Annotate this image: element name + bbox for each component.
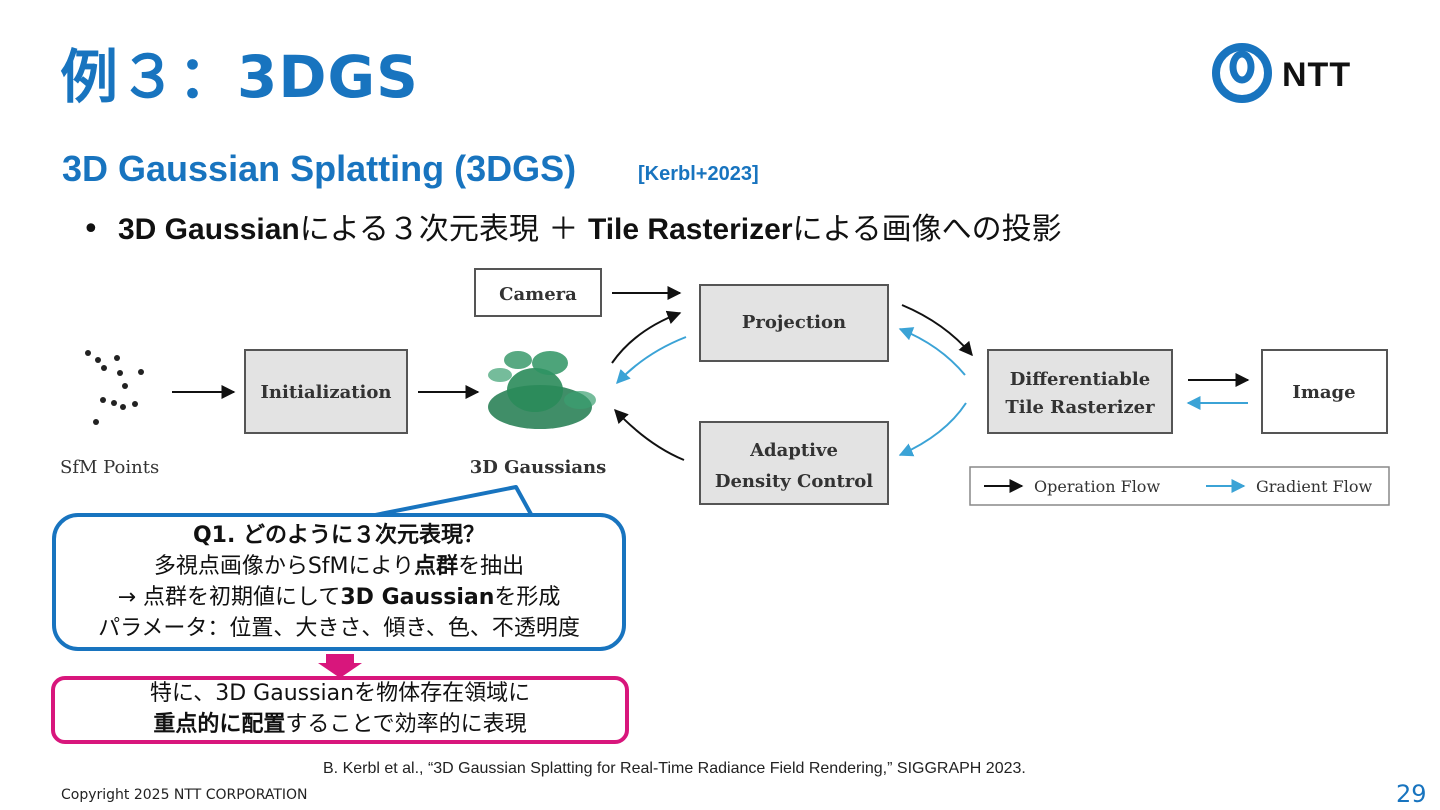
- page-number: 29: [1396, 780, 1427, 808]
- legend-frame: [969, 466, 1390, 506]
- gaussians-cluster: [488, 351, 596, 429]
- ntt-logo-text: NTT: [1282, 56, 1352, 94]
- gradient-rasterizer-to-adaptive: [898, 402, 967, 457]
- initialization-label: Initialization: [261, 382, 392, 403]
- question-text: Q1. どのように３次元表現？ 多視点画像からSfMにより点群を抽出 → 点群を…: [52, 520, 626, 644]
- question-heading: Q1. どのように３次元表現？: [192, 523, 486, 548]
- initialization-box: [244, 349, 408, 434]
- highlight-box: [51, 676, 629, 744]
- bullet-point: • 3D Gaussianによる３次元表現 ＋ Tile Rasterizerによ…: [82, 204, 1062, 248]
- adaptive-label-line2: Density Control: [715, 471, 873, 492]
- camera-box: [474, 268, 602, 317]
- question-line-3: → 点群を初期値にして3D Gaussianを形成: [52, 582, 626, 613]
- question-line-3-end: を形成: [494, 585, 561, 610]
- reference-citation: B. Kerbl et al., “3D Gaussian Splatting …: [323, 760, 1026, 777]
- projection-box: [699, 284, 889, 362]
- bullet-marker: •: [82, 212, 100, 247]
- ntt-logo: [1212, 43, 1272, 103]
- gradient-projection-to-gaussians: [616, 336, 687, 385]
- bullet-text-2: による画像への投影: [792, 212, 1062, 247]
- highlight-line-2: 重点的に配置することで効率的に表現: [51, 709, 629, 740]
- section-heading: 3D Gaussian Splatting (3DGS): [62, 148, 577, 189]
- ntt-logo-icon: [1212, 43, 1272, 103]
- question-line-3-text: → 点群を初期値にして: [117, 585, 341, 610]
- copyright-notice: Copyright 2025 NTT CORPORATION: [61, 787, 308, 803]
- sfm-points-label: SfM Points: [60, 457, 159, 478]
- arrow-gaussians-to-projection: [611, 310, 682, 364]
- rasterizer-label-line2: Tile Rasterizer: [1005, 397, 1155, 418]
- highlight-line-2-bold: 重点的に配置: [153, 712, 286, 737]
- sfm-points: [85, 350, 144, 425]
- down-arrow-icon: [318, 654, 362, 678]
- adaptive-label-line1: Adaptive: [749, 440, 838, 461]
- slide-title: 例３：3DGS: [60, 43, 419, 111]
- projection-label: Projection: [742, 312, 846, 333]
- legend: Operation Flow Gradient Flow: [969, 466, 1390, 506]
- question-line-2-bold: 点群: [414, 554, 459, 579]
- question-line-2-text: 多視点画像からSfMにより: [153, 554, 415, 579]
- adaptive-density-box: [699, 421, 889, 505]
- question-line-3-bold: 3D Gaussian: [340, 585, 495, 610]
- legend-operation-label: Operation Flow: [1034, 477, 1160, 496]
- image-box: [1261, 349, 1388, 434]
- bullet-bold-gaussian: 3D Gaussian: [118, 213, 300, 246]
- question-line-2-end: を抽出: [458, 554, 525, 579]
- camera-label: Camera: [499, 284, 577, 305]
- highlight-text: 特に、3D Gaussianを物体存在領域に 重点的に配置することで効率的に表現: [51, 678, 629, 740]
- question-line-2: 多視点画像からSfMにより点群を抽出: [52, 551, 626, 582]
- highlight-line-2-text: することで効率的に表現: [285, 712, 527, 737]
- arrow-adaptive-to-gaussians: [614, 408, 685, 461]
- heading-citation: [Kerbl+2023]: [638, 163, 759, 185]
- image-label: Image: [1292, 382, 1355, 403]
- bullet-text-1: による３次元表現 ＋: [299, 212, 588, 247]
- rasterizer-box: [987, 349, 1173, 434]
- gaussians-label: 3D Gaussians: [470, 457, 607, 478]
- pipeline-diagram: SfM Points Initialization 3D Gaussians C…: [60, 268, 1390, 506]
- question-callout: [52, 513, 626, 651]
- question-line-4: パラメータ：位置、大きさ、傾き、色、不透明度: [98, 616, 580, 641]
- arrow-projection-to-rasterizer: [901, 304, 973, 357]
- legend-gradient-label: Gradient Flow: [1256, 477, 1372, 496]
- bullet-bold-rasterizer: Tile Rasterizer: [587, 213, 793, 246]
- gradient-rasterizer-to-projection: [898, 327, 966, 376]
- rasterizer-label-line1: Differentiable: [1010, 369, 1150, 390]
- highlight-line-1: 特に、3D Gaussianを物体存在領域に: [149, 681, 531, 706]
